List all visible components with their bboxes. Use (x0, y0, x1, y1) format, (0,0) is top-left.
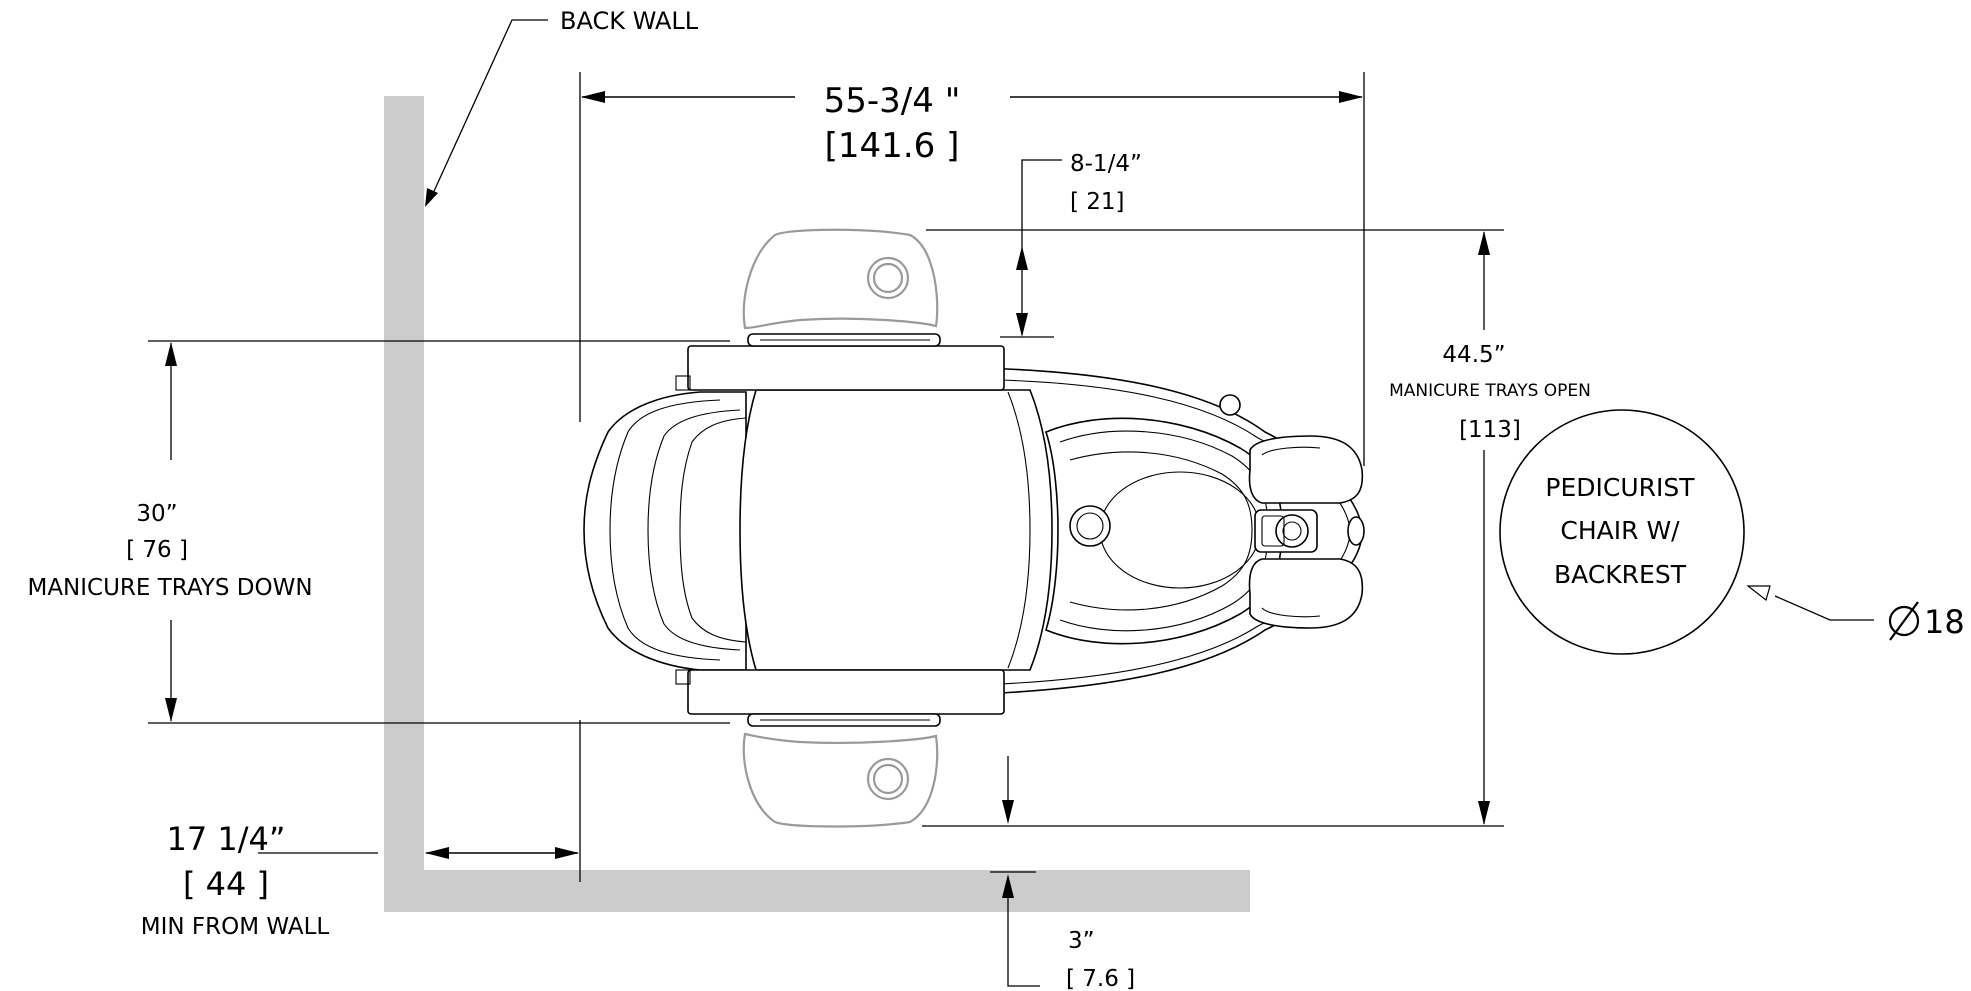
width-down-in: 30” (136, 501, 177, 527)
diameter-value: 18 (1924, 603, 1965, 641)
overall-length-dimension: 55-3/4 " [141.6 ] (579, 72, 1365, 466)
wall-clearance-dimension: 17 1/4” [ 44 ] MIN FROM WALL (141, 720, 581, 940)
manicure-tray-bottom (742, 732, 939, 828)
pedicure-chair (583, 333, 1365, 727)
wall-clearance-in: 17 1/4” (167, 820, 286, 858)
floor-wall (384, 870, 1250, 912)
wall-layout (384, 96, 1250, 912)
pedicurist-chair-circle (1499, 409, 1745, 655)
tray-offset-in: 8-1/4” (1070, 151, 1142, 177)
width-open-dimension: 44.5” MANICURE TRAYS OPEN [113] (922, 229, 1591, 827)
overall-length-cm: [141.6 ] (825, 126, 960, 166)
width-open-note: MANICURE TRAYS OPEN (1389, 381, 1591, 401)
pedicurist-label-line1: PEDICURIST (1545, 473, 1695, 502)
pedicurist-chair: PEDICURIST CHAIR W/ BACKREST (1499, 409, 1745, 655)
width-down-cm: [ 76 ] (126, 537, 188, 563)
pedicurist-label-line3: BACKREST (1554, 560, 1687, 589)
floor-gap-dimension: 3” [ 7.6 ] (990, 756, 1135, 991)
tray-offset-dimension: 8-1/4” [ 21] (1000, 151, 1142, 338)
width-open-cm: [113] (1459, 417, 1521, 443)
wall-clearance-cm: [ 44 ] (183, 865, 269, 903)
overall-length-in: 55-3/4 " (824, 81, 961, 121)
back-wall-callout: BACK WALL (425, 7, 699, 207)
wall-clearance-note: MIN FROM WALL (141, 914, 330, 940)
pedicurist-label-line2: CHAIR W/ (1560, 516, 1680, 545)
manicure-tray-top (742, 228, 939, 330)
tray-offset-cm: [ 21] (1070, 189, 1125, 215)
width-down-note: MANICURE TRAYS DOWN (27, 575, 312, 601)
diameter-callout: 18 (1746, 585, 1965, 641)
width-down-dimension: 30” [ 76 ] MANICURE TRAYS DOWN (27, 340, 730, 724)
diameter-icon (1888, 601, 1920, 641)
back-wall (384, 96, 424, 912)
floor-gap-in: 3” (1068, 928, 1095, 954)
back-wall-label: BACK WALL (560, 7, 699, 35)
width-open-in: 44.5” (1442, 342, 1505, 368)
floor-gap-cm: [ 7.6 ] (1066, 966, 1135, 991)
